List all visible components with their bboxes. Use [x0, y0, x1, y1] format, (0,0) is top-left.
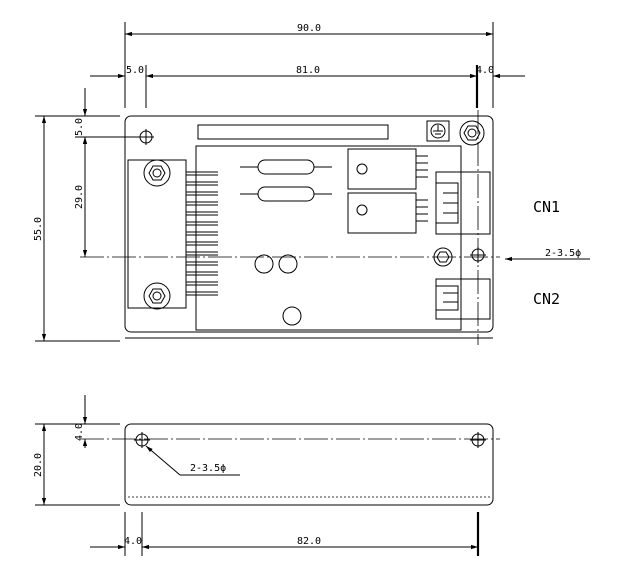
side-dimensions: 4.0 20.0 4.0 82.0 [33, 395, 480, 556]
dim-right-offset: 4.0 [476, 65, 494, 76]
top-dimensions: 90.0 5.0 81.0 4.0 5.0 29.0 55.0 2-3.5ϕ [33, 22, 590, 342]
dim-side-height: 20.0 [33, 453, 44, 477]
relay-upper [347, 148, 428, 190]
standoff-nut-top-right [459, 120, 485, 146]
dim-top-offset: 5.0 [74, 118, 85, 136]
ground-terminal [426, 120, 450, 142]
sub-board [195, 145, 462, 331]
dim-side-hole-spacing: 82.0 [297, 536, 321, 547]
ground-icon [430, 123, 446, 139]
crystal-lower [240, 186, 332, 202]
dim-overall-height: 55.0 [33, 217, 44, 241]
left-connector-block [127, 159, 187, 309]
dim-overall-width: 90.0 [297, 23, 321, 34]
dim-left-offset: 5.0 [126, 65, 144, 76]
dim-side-left-offset: 4.0 [124, 536, 142, 547]
label-cn1: CN1 [533, 198, 560, 216]
label-cn2: CN2 [533, 290, 560, 308]
top-header-strip [197, 124, 389, 140]
top-view [80, 110, 500, 345]
component-round-3 [282, 306, 302, 326]
board-outline [124, 115, 494, 333]
connector-cn1 [435, 171, 491, 235]
callout-side-holes: 2-3.5ϕ [190, 463, 226, 474]
connector-cn2 [435, 278, 491, 320]
component-round-1 [254, 254, 274, 274]
dim-hole-to-centerline: 29.0 [74, 185, 85, 209]
relay-lower [347, 192, 428, 234]
dim-side-top-offset: 4.0 [74, 423, 85, 441]
callout-top-holes: 2-3.5ϕ [545, 248, 581, 259]
edge-pins [186, 171, 218, 296]
side-outline [124, 423, 494, 506]
dim-hole-spacing: 81.0 [296, 65, 320, 76]
standoff-nut-upper [143, 159, 171, 187]
standoff-nut-lower [143, 282, 171, 310]
component-round-2 [278, 254, 298, 274]
crystal-upper [240, 159, 332, 175]
side-view: 2-3.5ϕ [80, 423, 500, 506]
